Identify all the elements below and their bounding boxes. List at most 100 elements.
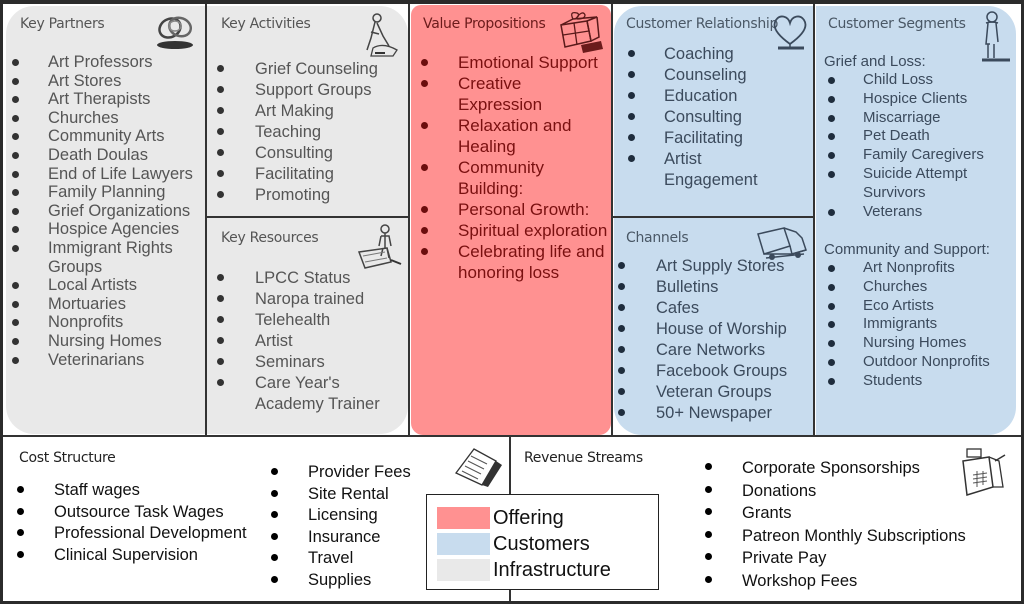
document-icon xyxy=(454,448,502,487)
list-item: Cafes xyxy=(616,298,806,319)
list-item: Provider Fees xyxy=(269,462,449,484)
list-item: Child Loss xyxy=(826,71,1006,90)
list-item: Churches xyxy=(10,109,206,128)
list-item: Outdoor Nonprofits xyxy=(826,353,1006,372)
list-item: Local Artists xyxy=(10,276,206,295)
list-item: Community Arts xyxy=(10,127,206,146)
list-item: Grief Organizations xyxy=(10,202,206,221)
gift-icon xyxy=(560,11,603,53)
divider xyxy=(205,4,207,436)
legend-item-customers: Customers xyxy=(437,532,590,556)
cash-register-icon xyxy=(962,448,1006,496)
list-item: Bulletins xyxy=(616,277,806,298)
list-item: Staff wages xyxy=(15,480,255,502)
legend-item-offering: Offering xyxy=(437,506,564,530)
list-item: Corporate Sponsorships xyxy=(703,457,1003,480)
list-item: Community Building: xyxy=(419,157,609,199)
revenue-streams-title: Revenue Streams xyxy=(524,450,643,466)
list-item: Facebook Groups xyxy=(616,361,806,382)
list-item: Teaching xyxy=(215,122,410,143)
list-item: Licensing xyxy=(269,505,449,527)
list-item: Facilitating xyxy=(215,164,410,185)
list-item: Grief Counseling xyxy=(215,59,410,80)
list-item: Donations xyxy=(703,480,1003,503)
list-item: Students xyxy=(826,372,1006,391)
customer-segments-group1-heading: Grief and Loss: xyxy=(824,53,926,70)
key-resources-title: Key Resources xyxy=(221,230,319,246)
heart-icon xyxy=(773,15,807,50)
list-item: Hospice Clients xyxy=(826,90,1006,109)
list-item: Clinical Supervision xyxy=(15,545,255,567)
chain-links-icon xyxy=(157,16,193,49)
list-item: Care Networks xyxy=(616,340,806,361)
value-propositions-title: Value Propositions xyxy=(423,16,546,32)
list-item: Telehealth xyxy=(215,310,405,331)
list-item: Grants xyxy=(703,502,1003,525)
list-item: Churches xyxy=(826,278,1006,297)
list-item: Professional Development xyxy=(15,523,255,545)
list-item: Facilitating xyxy=(626,128,776,149)
list-item: Consulting xyxy=(626,107,776,128)
list-item: Art Therapists xyxy=(10,90,206,109)
list-item: Hospice Agencies xyxy=(10,220,206,239)
key-partners-title: Key Partners xyxy=(20,16,105,32)
list-item: Support Groups xyxy=(215,80,410,101)
customer-relationships-title: Customer Relationship xyxy=(626,16,779,32)
list-item: Nursing Homes xyxy=(10,332,206,351)
legend-swatch-infrastructure xyxy=(437,559,490,581)
legend-item-infrastructure: Infrastructure xyxy=(437,558,611,582)
list-item: Death Doulas xyxy=(10,146,206,165)
list-item: Nursing Homes xyxy=(826,334,1006,353)
list-item: Travel xyxy=(269,548,449,570)
list-item: Pet Death xyxy=(826,127,1006,146)
list-item: Artist xyxy=(215,331,405,352)
list-item: Care Year's Academy Trainer xyxy=(215,373,405,415)
list-item: Personal Growth: xyxy=(419,199,609,220)
customer-segments-group2-heading: Community and Support: xyxy=(824,241,990,258)
list-item: Veteran Groups xyxy=(616,382,806,403)
channels-title: Channels xyxy=(626,230,689,246)
divider xyxy=(408,4,410,436)
list-item: Patreon Monthly Subscriptions xyxy=(703,525,1003,548)
list-item: Spiritual exploration xyxy=(419,220,609,241)
list-item: House of Worship xyxy=(616,319,806,340)
list-item: Immigrants xyxy=(826,315,1006,334)
list-item: Art Supply Stores xyxy=(616,256,806,277)
list-item: Eco Artists xyxy=(826,297,1006,316)
list-item: Nonprofits xyxy=(10,313,206,332)
list-item: Suicide Attempt Survivors xyxy=(826,165,1006,203)
list-item: Mortuaries xyxy=(10,295,206,314)
list-item: End of Life Lawyers xyxy=(10,165,206,184)
list-item: Veterinarians xyxy=(10,351,206,370)
list-item: Supplies xyxy=(269,570,449,592)
list-item: Consulting xyxy=(215,143,410,164)
list-item: Family Planning xyxy=(10,183,206,202)
list-item: Workshop Fees xyxy=(703,570,1003,593)
divider xyxy=(611,216,815,218)
legend-label-offering: Offering xyxy=(493,506,564,529)
divider xyxy=(3,435,1021,437)
list-item: Miscarriage xyxy=(826,109,1006,128)
divider xyxy=(813,4,815,436)
list-item: Insurance xyxy=(269,527,449,549)
list-item: Immigrant Rights Groups xyxy=(10,239,206,276)
divider xyxy=(611,4,613,436)
list-item: LPCC Status xyxy=(215,268,405,289)
worker-icon xyxy=(366,13,398,57)
cost-structure-title: Cost Structure xyxy=(19,450,116,466)
list-item: Celebrating life and honoring loss xyxy=(419,241,609,283)
